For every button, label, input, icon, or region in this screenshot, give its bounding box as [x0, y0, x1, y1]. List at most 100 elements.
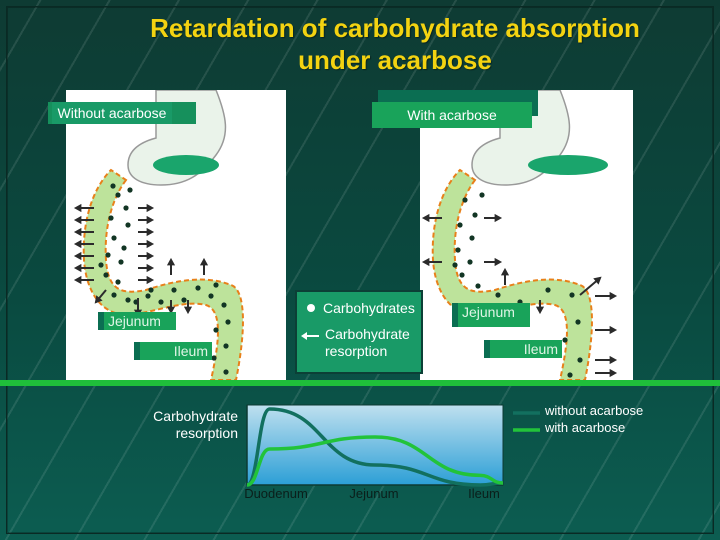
carbohydrate-dot	[118, 259, 124, 265]
stomach-marker	[528, 155, 608, 175]
arrow-icon	[535, 300, 545, 315]
arrow-icon	[138, 203, 155, 213]
carbohydrate-dot	[472, 212, 478, 218]
arrow-icon	[484, 257, 503, 267]
legend-item-carbohydrates: Carbohydrates	[307, 300, 415, 316]
x-tick-label: Duodenum	[244, 486, 308, 501]
divider-line	[0, 380, 720, 386]
legend-box: Carbohydrates Carbohydrate resorption	[295, 290, 423, 374]
arrow-icon	[595, 325, 618, 335]
carbohydrate-dot	[567, 372, 573, 378]
carbohydrate-dot	[121, 245, 127, 251]
carbohydrate-dot	[123, 205, 129, 211]
carbohydrate-dot	[455, 247, 461, 253]
carbohydrate-dot	[110, 183, 116, 189]
carbohydrate-dot	[467, 259, 473, 265]
carbohydrate-dot	[223, 343, 229, 349]
carbohydrate-dot	[452, 262, 458, 268]
x-tick-label: Jejunum	[349, 486, 398, 501]
carbohydrate-dot	[479, 192, 485, 198]
left-ileum-label: Ileum	[140, 342, 212, 360]
carbohydrate-dot	[108, 215, 114, 221]
carbohydrate-dot	[221, 302, 227, 308]
carbohydrate-dot	[171, 287, 177, 293]
without-acarbose-tag: Without acarbose	[48, 102, 196, 124]
carbohydrate-dot	[127, 187, 133, 193]
carbohydrate-dot	[475, 283, 481, 289]
right-jejunum-label: Jejunum	[458, 303, 530, 327]
carbohydrate-dot	[577, 357, 583, 363]
stomach-marker	[153, 155, 219, 175]
arrow-icon	[138, 263, 155, 273]
gut-tube	[431, 168, 593, 381]
carbohydrate-dot	[181, 297, 187, 303]
arrow-icon	[500, 267, 510, 285]
carbohydrate-dot	[457, 222, 463, 228]
carbohydrate-dot	[211, 355, 217, 361]
without-acarbose-label: Without acarbose	[51, 102, 173, 124]
title-line-1: Retardation of carbohydrate absorption	[150, 13, 640, 43]
arrow-icon	[421, 213, 442, 223]
arrow-icon	[421, 257, 442, 267]
series-line-without-acarbose	[246, 407, 504, 487]
carbohydrate-dot	[575, 319, 581, 325]
with-acarbose-label: With acarbose	[407, 107, 497, 123]
arrow-icon	[73, 263, 94, 273]
gut-tube	[82, 168, 244, 381]
carbohydrate-dot	[125, 297, 131, 303]
arrow-icon	[199, 257, 209, 275]
carbohydrate-dot	[208, 293, 214, 299]
carbohydrate-dot	[111, 235, 117, 241]
carbohydrate-dot	[225, 319, 231, 325]
carbohydrate-dot	[223, 369, 229, 375]
arrow-icon	[183, 300, 193, 315]
arrow-icon	[166, 300, 176, 315]
left-jejunum-label: Jejunum	[104, 312, 176, 330]
arrow-icon	[595, 368, 618, 378]
chart-y-label: Carbohydrate resorption	[153, 408, 238, 441]
arrow-icon	[595, 291, 618, 301]
arrow-icon	[94, 289, 107, 304]
arrow-icon	[73, 215, 94, 225]
arrow-icon	[138, 239, 155, 249]
arrow-icon	[579, 276, 602, 296]
right-ileum-label: Ileum	[490, 340, 562, 358]
x-tick-label: Ileum	[468, 486, 500, 501]
right-gut-illustration	[421, 89, 618, 381]
carbohydrate-dot	[545, 287, 551, 293]
slide-title: Retardation of carbohydrate absorption u…	[90, 12, 700, 76]
left-panel	[66, 89, 286, 381]
carbohydrate-dot	[469, 235, 475, 241]
arrow-icon	[138, 275, 155, 285]
carbohydrate-dot	[103, 272, 109, 278]
series-line-with-acarbose	[246, 435, 504, 487]
legend-item-resorption: Carbohydrate resorption	[301, 326, 421, 360]
left-gut-illustration	[73, 89, 244, 381]
with-acarbose-tag: With acarbose	[372, 102, 532, 128]
arrow-icon	[301, 332, 319, 340]
arrow-icon	[138, 215, 155, 225]
slide-frame	[6, 6, 714, 534]
arrow-icon	[484, 213, 503, 223]
arrow-icon	[73, 275, 94, 285]
arrow-icon	[166, 257, 176, 275]
arrow-icon	[73, 203, 94, 213]
carbohydrate-dot	[213, 327, 219, 333]
legend-carbohydrates-label: Carbohydrates	[323, 300, 415, 316]
carbohydrate-dot	[462, 197, 468, 203]
arrow-icon	[138, 227, 155, 237]
arrow-icon	[73, 227, 94, 237]
carbohydrate-dot	[148, 287, 154, 293]
right-panel	[420, 89, 633, 381]
carbohydrate-dot	[111, 292, 117, 298]
title-line-2: under acarbose	[298, 45, 492, 75]
resorption-arrows	[73, 203, 209, 318]
arrow-icon	[73, 239, 94, 249]
carbohydrate-dot	[115, 192, 121, 198]
carbohydrate-dot	[158, 299, 164, 305]
legend-series-label: with acarbose	[544, 420, 625, 435]
carbohydrate-dots	[98, 183, 231, 375]
arrow-icon	[595, 355, 618, 365]
arrow-icon	[73, 251, 94, 261]
